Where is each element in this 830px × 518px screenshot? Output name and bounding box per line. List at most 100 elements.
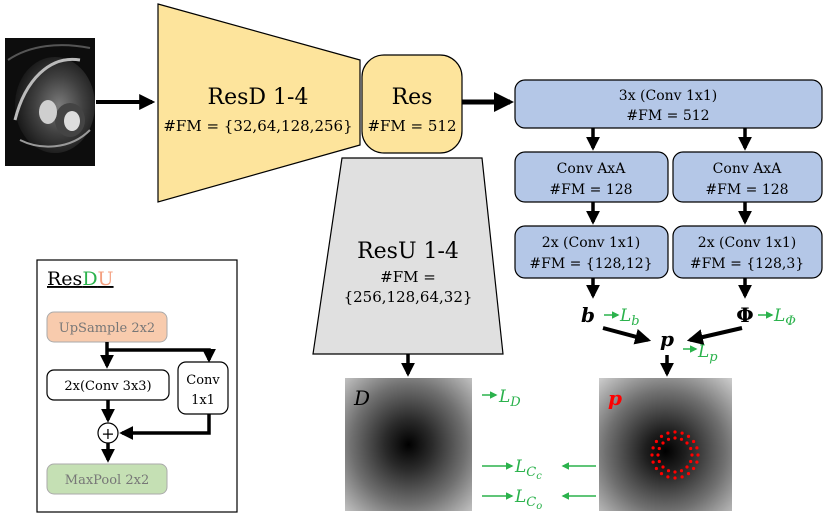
encoder-block: ResD 1-4 #FM = {32,64,128,256} <box>157 3 361 203</box>
loss-LD: LD <box>498 387 521 410</box>
decoder-fm-line2: {256,128,64,32} <box>344 288 473 306</box>
contour-point-1 <box>689 459 693 464</box>
loss-Lb: Lb <box>619 306 640 329</box>
legend-conv1-line1: Conv <box>186 373 220 388</box>
head-right-out-block: 2x (Conv 1x1) #FM = {128,3} <box>672 225 823 279</box>
contour-point-23 <box>659 472 664 476</box>
contour-point-markers <box>650 430 700 480</box>
contour-point-11 <box>666 437 671 441</box>
contour-point-26 <box>650 453 654 457</box>
contour-point-3 <box>679 469 684 473</box>
head-left-out-line2: #FM = {128,12} <box>529 256 652 272</box>
head-right-out-line2: #FM = {128,3} <box>690 256 804 272</box>
symbol-D: D <box>353 386 370 410</box>
decoder-block: ResU 1-4 #FM = {256,128,64,32} <box>312 157 504 355</box>
contour-point-19 <box>686 472 691 476</box>
input-mri-image <box>5 38 95 166</box>
svg-text:Lp: Lp <box>697 342 718 365</box>
loss-Lphi-sub: Φ <box>785 314 796 329</box>
head-right-out-line1: 2x (Conv 1x1) <box>698 235 796 251</box>
contour-point-13 <box>679 437 684 441</box>
svg-text:Lb: Lb <box>619 306 640 329</box>
loss-LCo: LCo <box>514 487 542 512</box>
legend-maxpool-box <box>46 463 168 495</box>
head-right-conv-line1: Conv AxA <box>713 161 783 177</box>
loss-LCo-base: L <box>514 487 526 507</box>
loss-LCc-base: L <box>514 457 526 477</box>
decoder-title: ResU 1-4 <box>357 239 459 264</box>
contour-point-16 <box>696 453 700 457</box>
head-left-conv-block: Conv AxA #FM = 128 <box>514 151 669 203</box>
contour-point-10 <box>661 441 665 445</box>
head-shared-line2: #FM = 512 <box>626 108 709 124</box>
svg-text:LΦ: LΦ <box>773 306 796 329</box>
loss-LD-base: L <box>498 387 510 407</box>
loss-Lp: Lp <box>697 342 718 365</box>
legend-title-res: Res <box>47 268 82 290</box>
svg-text:LCo: LCo <box>514 487 542 512</box>
loss-Lb-sub: b <box>631 314 639 329</box>
loss-Lp-sub: p <box>709 350 718 365</box>
contour-point-14 <box>685 441 689 445</box>
head-left-conv-line1: Conv AxA <box>557 161 627 177</box>
contour-point-32 <box>680 431 684 435</box>
legend-title: ResDU <box>47 268 114 290</box>
svg-text:LCc: LCc <box>514 457 542 482</box>
symbol-p: p <box>660 327 674 351</box>
contour-point-7 <box>657 459 661 464</box>
head-right-conv-line2: #FM = 128 <box>705 182 788 198</box>
legend-title-d: D <box>82 268 97 290</box>
loss-LCo-subsub: o <box>536 501 542 512</box>
contour-point-8 <box>656 453 660 457</box>
contour-point-21 <box>673 476 677 480</box>
contour-point-27 <box>651 446 655 450</box>
contour-points-output: p <box>599 378 732 511</box>
loss-Lphi: LΦ <box>773 306 796 329</box>
contour-point-6 <box>661 465 665 469</box>
distance-map-output: D <box>345 378 472 511</box>
head-left-out-block: 2x (Conv 1x1) #FM = {128,12} <box>514 225 669 279</box>
contour-point-28 <box>654 439 659 444</box>
contour-point-30 <box>666 431 670 435</box>
legend-conv3: 2x(Conv 3x3) <box>64 379 151 394</box>
contour-point-29 <box>659 434 664 438</box>
contour-point-5 <box>666 469 671 473</box>
loss-LCc-subsub: c <box>536 471 542 482</box>
legend-conv1-line2: 1x1 <box>191 393 215 408</box>
contour-point-22 <box>666 475 670 479</box>
head-left-out-line1: 2x (Conv 1x1) <box>542 235 640 251</box>
contour-point-25 <box>651 460 655 464</box>
contour-point-4 <box>673 470 677 474</box>
contour-point-31 <box>673 430 677 434</box>
svg-text:LD: LD <box>498 387 521 410</box>
loss-Lb-base: L <box>619 306 631 326</box>
contour-point-2 <box>685 465 689 469</box>
legend-conv1-box <box>177 361 229 415</box>
bottleneck-title: Res <box>392 85 433 110</box>
contour-point-18 <box>692 466 696 471</box>
legend-maxpool: MaxPool 2x2 <box>65 473 149 488</box>
symbol-phi: Φ <box>736 303 753 327</box>
loss-Lp-base: L <box>697 342 709 362</box>
loss-LCc-sub: C <box>526 465 536 480</box>
head-shared-line1: 3x (Conv 1x1) <box>619 88 717 104</box>
legend-resdu: ResDU UpSample 2x2 2x(Conv 3x3) Conv 1x1… <box>36 259 238 513</box>
legend-plus: + <box>101 424 114 443</box>
legend-title-u: U <box>98 268 114 290</box>
loss-LD-sub: D <box>509 395 521 410</box>
bottleneck-block: Res #FM = 512 <box>361 54 463 154</box>
head-left-conv-line2: #FM = 128 <box>549 182 632 198</box>
encoder-fm: #FM = {32,64,128,256} <box>163 117 352 135</box>
symbol-p-red: p <box>608 386 622 410</box>
legend-upsample: UpSample 2x2 <box>59 321 155 336</box>
head-shared-block: 3x (Conv 1x1) #FM = 512 <box>514 79 823 129</box>
symbol-b: b <box>581 303 595 327</box>
encoder-title: ResD 1-4 <box>208 85 309 110</box>
loss-LCo-sub: C <box>526 495 536 510</box>
head-right-conv-block: Conv AxA #FM = 128 <box>672 151 823 203</box>
contour-point-12 <box>673 436 677 440</box>
bottleneck-fm: #FM = 512 <box>367 117 456 135</box>
contour-point-15 <box>689 446 693 451</box>
contour-point-17 <box>695 460 699 464</box>
